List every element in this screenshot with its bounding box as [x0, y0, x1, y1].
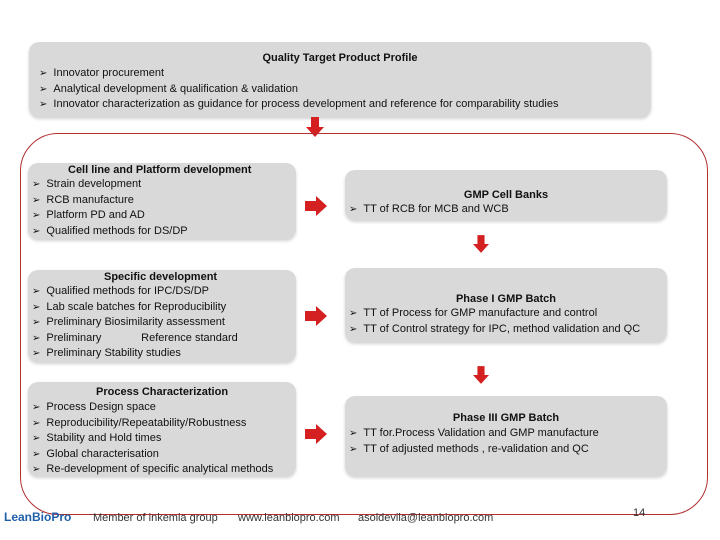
right-arrow-icon [305, 196, 327, 216]
leanbiopro-logo: LeanBioPro [4, 510, 71, 524]
list-item: ➢Stability and Hold times [32, 432, 162, 444]
gmp-cell-banks-title: GMP Cell Banks [463, 189, 549, 201]
list-item: ➢Lab scale batches for Reproducibility [32, 300, 227, 313]
list-item: ➢Strain development [32, 178, 142, 190]
phase3-gmp-box: Phase III GMP Batch ➢TT for.Process Vali… [345, 396, 667, 476]
qtpp-item: ➢Innovator procurement [39, 67, 165, 79]
phase1-gmp-box: Phase I GMP Batch ➢TT of Process for GMP… [345, 268, 667, 342]
list-item: ➢Qualified methods for DS/DP [32, 224, 188, 237]
cell-line-box: Cell line and Platform development ➢Stra… [28, 163, 296, 239]
phase3-gmp-title: Phase III GMP Batch [452, 412, 560, 424]
list-item: ➢Re-development of specific analytical m… [32, 463, 274, 475]
specific-dev-box: Specific development ➢Qualified methods … [28, 270, 296, 362]
down-arrow-icon [306, 117, 324, 137]
right-arrow-icon [305, 306, 327, 326]
list-item: ➢Reproducibility/Repeatability/Robustnes… [32, 416, 247, 429]
list-item: ➢TT of Process for GMP manufacture and c… [349, 307, 598, 319]
list-item: ➢TT of RCB for MCB and WCB [349, 203, 509, 215]
footer-website[interactable]: www.leanbiopro.com [238, 512, 340, 524]
qtpp-title: Quality Target Product Profile [262, 52, 418, 64]
list-item: ➢RCB manufacture [32, 193, 134, 206]
process-char-title: Process Characterization [96, 386, 229, 398]
list-item: ➢Global characterisation [32, 447, 159, 460]
qtpp-item: ➢Analytical development & qualification … [39, 82, 298, 95]
logo-text: LeanBioPro [4, 510, 72, 524]
qtpp-item: ➢Innovator characterization as guidance … [39, 98, 559, 110]
list-item: ➢Preliminary Reference standard [32, 331, 238, 344]
list-item: ➢TT for.Process Validation and GMP manuf… [349, 427, 599, 439]
list-item: ➢Preliminary Biosimilarity assessment [32, 316, 225, 328]
process-frame [20, 133, 708, 515]
list-item: ➢Preliminary Stability studies [32, 347, 181, 359]
specific-dev-title: Specific development [104, 271, 218, 283]
qtpp-box: Quality Target Product Profile ➢Innovato… [29, 42, 651, 117]
page-number: 14 [633, 507, 646, 519]
phase1-gmp-title: Phase I GMP Batch [455, 293, 557, 305]
list-item: ➢Process Design space [32, 401, 156, 413]
down-arrow-icon [473, 366, 489, 384]
gmp-cell-banks-box: GMP Cell Banks ➢TT of RCB for MCB and WC… [345, 170, 667, 220]
footer-email[interactable]: asoldevila@leanbiopro.com [358, 512, 494, 524]
cell-line-title: Cell line and Platform development [68, 164, 252, 176]
process-char-box: Process Characterization ➢Process Design… [28, 382, 296, 476]
down-arrow-icon [473, 235, 489, 253]
list-item: ➢Platform PD and AD [32, 209, 145, 221]
list-item: ➢Qualified methods for IPC/DS/DP [32, 285, 210, 297]
right-arrow-icon [305, 424, 327, 444]
list-item: ➢TT of adjusted methods , re-validation … [349, 442, 589, 455]
footer-member: Member of inkemia group [93, 512, 218, 524]
list-item: ➢TT of Control strategy for IPC, method … [349, 322, 641, 335]
